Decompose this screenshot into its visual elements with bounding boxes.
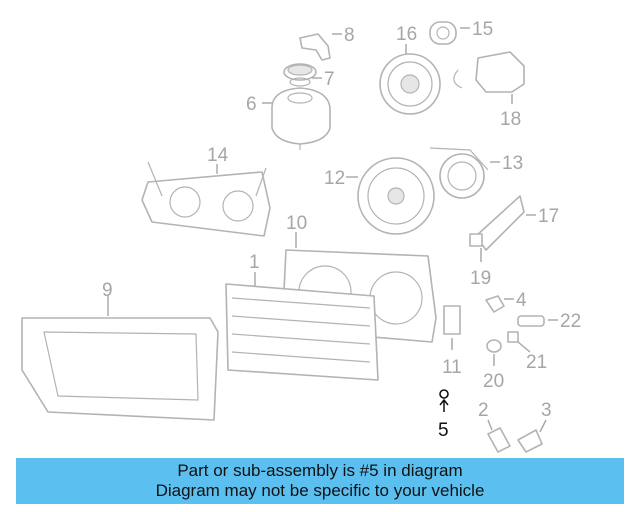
callout-12: 12 [324, 168, 345, 189]
banner-line-2: Diagram may not be specific to your vehi… [155, 481, 485, 500]
callout-3: 3 [541, 400, 552, 421]
part-5-highlighted[interactable]: 5 [438, 389, 449, 441]
callout-19: 19 [470, 268, 491, 289]
callout-18: 18 [500, 109, 521, 130]
callout-8: 8 [344, 25, 355, 46]
part-15-motor[interactable]: 15 [429, 19, 493, 45]
callout-6: 6 [246, 94, 257, 115]
callout-10: 10 [286, 213, 307, 234]
part-11-bracket[interactable]: 11 [442, 305, 462, 378]
part-4-grommet[interactable]: 4 [485, 290, 527, 313]
callout-21: 21 [526, 352, 547, 373]
callout-17: 17 [538, 206, 559, 227]
part-19-clip[interactable]: 19 [469, 233, 491, 289]
part-14-shroud[interactable]: 14 [141, 145, 271, 237]
callout-7: 7 [324, 69, 335, 90]
part-1-radiator[interactable]: 1 [225, 252, 379, 381]
part-16-fan[interactable]: 16 [379, 24, 441, 115]
part-3-clip[interactable]: 3 [517, 400, 552, 453]
part-18-bracket[interactable]: 18 [453, 51, 525, 130]
callout-15: 15 [472, 19, 493, 40]
callout-9: 9 [102, 280, 113, 301]
part-13-fan-ring[interactable]: 13 [429, 147, 523, 199]
banner-line-1: Part or sub-assembly is #5 in diagram [177, 461, 463, 480]
part-12-aux-fan[interactable]: 12 [324, 157, 435, 235]
callout-4: 4 [516, 290, 527, 311]
part-20-switch[interactable]: 20 [483, 339, 504, 392]
callout-13: 13 [502, 153, 523, 174]
part-17-side-bracket[interactable]: 17 [475, 195, 559, 251]
part-2-clip[interactable]: 2 [478, 400, 511, 453]
callout-1: 1 [249, 252, 260, 273]
callout-20: 20 [483, 371, 504, 392]
parts-diagram: 8 7 6 16 15 18 [21, 19, 581, 453]
part-7-cap[interactable]: 7 [283, 63, 335, 90]
callout-2: 2 [478, 400, 489, 421]
part-9-front-support[interactable]: 9 [21, 280, 219, 421]
callout-5: 5 [438, 420, 449, 441]
part-6-reservoir[interactable]: 6 [246, 87, 331, 150]
callout-16: 16 [396, 24, 417, 45]
callout-14: 14 [207, 145, 229, 166]
callout-11: 11 [442, 357, 462, 378]
part-8-bracket[interactable]: 8 [299, 25, 355, 61]
part-22-sensor[interactable]: 22 [517, 311, 581, 332]
callout-22: 22 [560, 311, 581, 332]
info-banner: Part or sub-assembly is #5 in diagram Di… [16, 458, 624, 504]
part-21-plug[interactable]: 21 [507, 331, 547, 373]
